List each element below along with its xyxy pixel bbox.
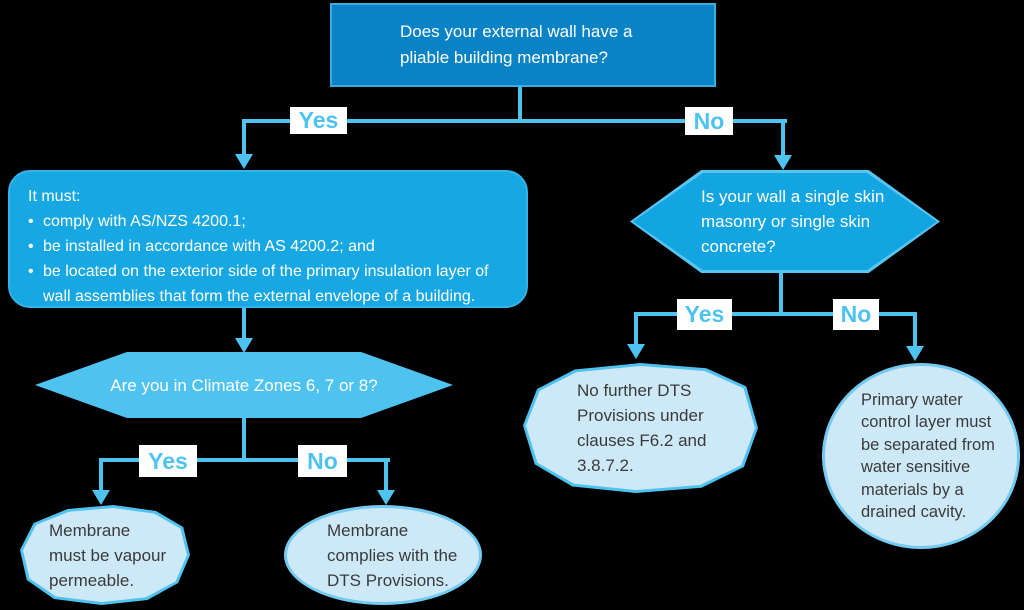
yes-label-text: Yes <box>148 447 188 474</box>
no-label-text: No <box>693 107 725 134</box>
climate-question-text: Are you in Climate Zones 6, 7 or 8? <box>110 375 378 395</box>
arrow-down-icon <box>627 344 645 359</box>
branch3-no-label: No <box>833 299 879 330</box>
water-result-text: Primary water control layer must be sepa… <box>861 390 995 522</box>
arrow-down-icon <box>377 490 395 505</box>
bullet-icon: • <box>28 213 34 230</box>
branch3-yes-label: Yes <box>677 299 732 330</box>
vapour-result-shape: Membrane must be vapour permeable. <box>20 505 190 605</box>
vapour-result-text: Membrane must be vapour permeable. <box>49 520 167 590</box>
no-label-text: No <box>840 301 872 327</box>
yes-label-text: Yes <box>298 107 339 133</box>
climate-question-hexagon: Are you in Climate Zones 6, 7 or 8? <box>35 352 453 418</box>
connector-root-down <box>518 86 522 121</box>
branch1-yes-label: Yes <box>290 107 347 134</box>
connector-branch3-no-down <box>913 312 917 348</box>
arrow-down-icon <box>235 338 253 353</box>
no-further-result-shape: No further DTS Provisions under clauses … <box>523 363 758 493</box>
no-further-result-fill: No further DTS Provisions under clauses … <box>526 366 755 490</box>
yes-label-text: Yes <box>684 301 725 327</box>
no-label-text: No <box>307 447 338 474</box>
arrow-down-icon <box>906 346 924 361</box>
must-bullet-text: be located on the exterior side of the p… <box>43 263 489 305</box>
must-bullet-item: • be installed in accordance with AS 420… <box>28 234 516 259</box>
bullet-icon: • <box>28 238 34 255</box>
must-bullet-item: • be located on the exterior side of the… <box>28 259 516 309</box>
connector-branch2-yes-down <box>99 458 103 492</box>
water-result-circle: Primary water control layer must be sepa… <box>822 363 1020 549</box>
connector-branch3-yes-down <box>634 312 638 346</box>
connector-must-to-climate <box>242 308 246 341</box>
complies-result-ellipse: Membrane complies with the DTS Provision… <box>284 505 482 605</box>
branch1-no-label: No <box>685 107 733 135</box>
must-intro-text: It must: <box>28 188 81 205</box>
no-further-result-text: No further DTS Provisions under clauses … <box>577 381 707 475</box>
vapour-result-fill: Membrane must be vapour permeable. <box>23 508 187 602</box>
root-question-text: Does your external wall have a pliable b… <box>400 22 633 67</box>
arrow-down-icon <box>235 154 253 169</box>
must-bullet-text: comply with AS/NZS 4200.1; <box>43 213 246 230</box>
connector-branch2-no-down <box>384 458 388 492</box>
connector-climate-down <box>242 417 246 462</box>
connector-branch2-horizontal <box>99 458 390 462</box>
branch2-no-label: No <box>298 445 347 477</box>
arrow-down-icon <box>92 490 110 505</box>
skin-question-hexagon: Is your wall a single skin masonry or si… <box>630 170 940 273</box>
connector-skin-down <box>779 273 783 316</box>
arrow-down-icon <box>774 155 792 170</box>
bullet-icon: • <box>28 263 34 280</box>
connector-branch1-yes-down <box>242 119 246 157</box>
branch2-yes-label: Yes <box>139 445 197 477</box>
skin-question-hexagon-fill: Is your wall a single skin masonry or si… <box>633 173 937 270</box>
must-bullet-item: • comply with AS/NZS 4200.1; <box>28 209 516 234</box>
connector-branch1-no-down <box>781 119 785 158</box>
skin-question-text: Is your wall a single skin masonry or si… <box>701 187 885 256</box>
connector-branch1-horizontal <box>242 119 787 123</box>
must-bullet-text: be installed in accordance with AS 4200.… <box>43 238 375 255</box>
root-question-box: Does your external wall have a pliable b… <box>330 3 716 87</box>
connector-branch3-horizontal <box>634 312 917 316</box>
complies-result-text: Membrane complies with the DTS Provision… <box>327 520 458 590</box>
must-requirements-box: It must: • comply with AS/NZS 4200.1; • … <box>8 170 528 308</box>
